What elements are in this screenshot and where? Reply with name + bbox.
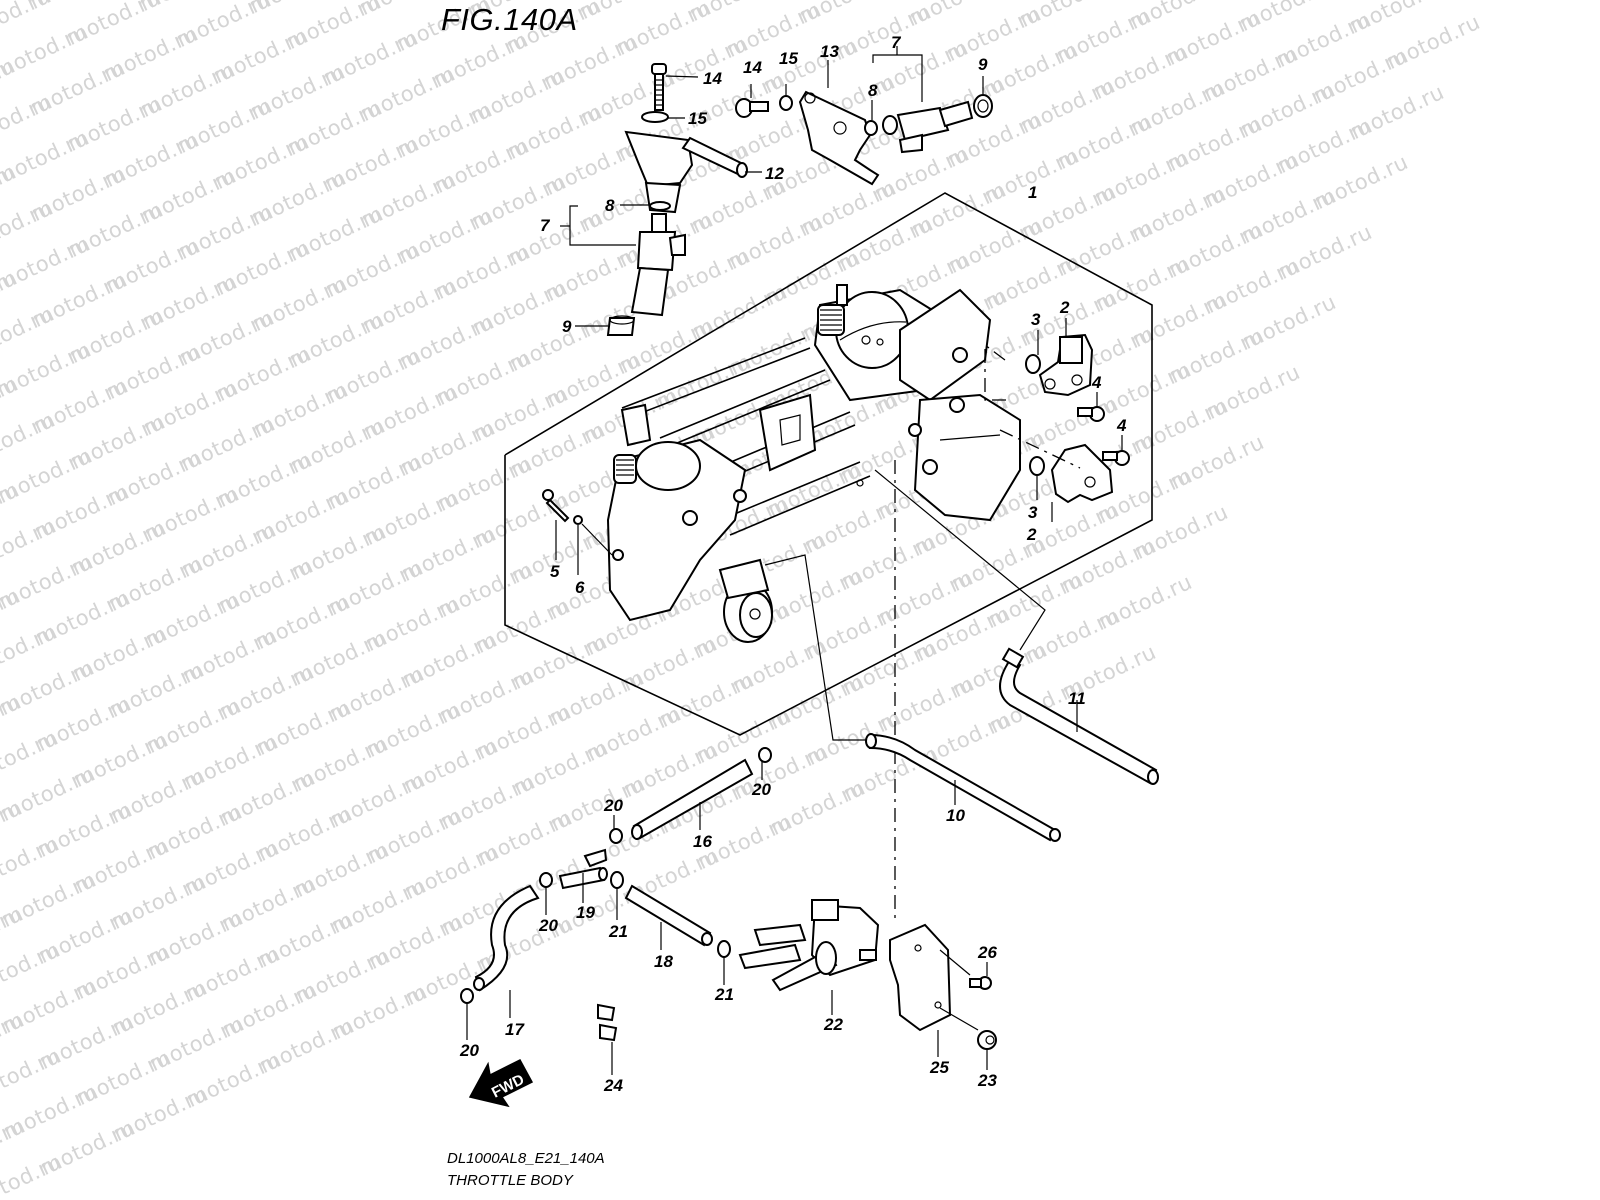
- callout-22[interactable]: 22: [823, 1015, 843, 1034]
- part-13-fuel-pipe[interactable]: [798, 60, 880, 186]
- callout-16[interactable]: 16: [693, 832, 712, 851]
- callout-11[interactable]: 11: [1068, 689, 1086, 708]
- part-17-hose[interactable]: [473, 884, 540, 1018]
- part-22-solenoid-valve[interactable]: [738, 899, 880, 1015]
- callout-3-upper[interactable]: 3: [1031, 310, 1041, 329]
- sensor-leader-lines: [984, 343, 1081, 469]
- part-7-injector-left[interactable]: [560, 205, 686, 317]
- callout-15-left[interactable]: 15: [688, 109, 707, 128]
- part-8-oring-top[interactable]: [864, 100, 878, 136]
- callout-4-upper[interactable]: 4: [1091, 373, 1102, 392]
- callout-12[interactable]: 12: [765, 164, 784, 183]
- figure-code: DL1000AL8_E21_140A: [447, 1150, 605, 1167]
- callout-20-a[interactable]: 20: [751, 780, 771, 799]
- callout-20-d[interactable]: 20: [459, 1041, 479, 1060]
- callout-5[interactable]: 5: [550, 562, 560, 581]
- callout-20-c[interactable]: 20: [538, 916, 558, 935]
- part-20-clamp-b[interactable]: [609, 815, 623, 844]
- part-21-clamp-a[interactable]: [610, 871, 624, 920]
- callout-2-upper[interactable]: 2: [1059, 298, 1070, 317]
- callout-14-right[interactable]: 14: [743, 58, 762, 77]
- callout-20-b[interactable]: 20: [603, 796, 623, 815]
- hose-leader-lines: [764, 460, 1046, 920]
- callout-8-left[interactable]: 8: [605, 196, 615, 215]
- callout-labels: 1 2 2 3 3 4 4 5 6 7 7 8 8 9 9 10 11 12 1…: [459, 33, 1127, 1095]
- callout-6[interactable]: 6: [575, 578, 585, 597]
- fwd-direction-marker: FWD: [468, 1059, 534, 1108]
- callout-8-top[interactable]: 8: [868, 81, 878, 100]
- part-18-hose[interactable]: [624, 884, 713, 950]
- callout-9-top[interactable]: 9: [978, 55, 988, 74]
- assembly-boundary: [504, 192, 1153, 736]
- part-9-seal-left[interactable]: [575, 315, 636, 336]
- callout-3-lower[interactable]: 3: [1028, 503, 1038, 522]
- figure-name: THROTTLE BODY: [447, 1172, 573, 1189]
- part-20-clamp-a[interactable]: [758, 747, 772, 780]
- figure-title: FIG.140A: [441, 2, 578, 37]
- part-23-nut[interactable]: [939, 1007, 997, 1070]
- part-25-bracket[interactable]: [889, 923, 952, 1057]
- part-7-injector-right[interactable]: [872, 46, 974, 154]
- part-11-hose[interactable]: [999, 647, 1159, 785]
- part-3-oring-upper[interactable]: [1025, 330, 1041, 374]
- part-5-screw[interactable]: [542, 489, 570, 560]
- part-15-washer-left[interactable]: [641, 111, 685, 123]
- part-6-washer[interactable]: [573, 515, 613, 575]
- part-2-sensor-upper[interactable]: [1038, 318, 1094, 397]
- part-20-clamp-c[interactable]: [539, 872, 553, 915]
- callout-17[interactable]: 17: [505, 1020, 525, 1039]
- throttle-body-assembly[interactable]: [606, 284, 1021, 643]
- callout-21-b[interactable]: 21: [714, 985, 734, 1004]
- callout-2-lower[interactable]: 2: [1026, 525, 1037, 544]
- callout-14-left[interactable]: 14: [703, 69, 722, 88]
- part-26-screw[interactable]: [939, 949, 992, 990]
- part-10-hose[interactable]: [865, 733, 1061, 842]
- part-24-clip[interactable]: [597, 1003, 618, 1075]
- part-19-joint[interactable]: [558, 848, 608, 903]
- part-16-hose[interactable]: [631, 758, 754, 840]
- callout-26[interactable]: 26: [977, 943, 997, 962]
- callout-1[interactable]: 1: [1028, 183, 1037, 202]
- callout-9-left[interactable]: 9: [562, 317, 572, 336]
- part-2-sensor-lower[interactable]: [1050, 443, 1114, 522]
- callout-7-right[interactable]: 7: [891, 33, 902, 52]
- callout-19[interactable]: 19: [576, 903, 595, 922]
- part-12-fuel-pipe[interactable]: [624, 130, 762, 214]
- callout-18[interactable]: 18: [654, 952, 673, 971]
- callout-23[interactable]: 23: [977, 1071, 997, 1090]
- part-4-screw-lower[interactable]: [1102, 435, 1130, 466]
- part-14-bolt-left[interactable]: [651, 63, 699, 111]
- part-9-seal-top[interactable]: [973, 76, 993, 118]
- part-15-washer-right[interactable]: [779, 84, 793, 111]
- callout-25[interactable]: 25: [929, 1058, 949, 1077]
- callout-4-lower[interactable]: 4: [1116, 416, 1127, 435]
- part-21-clamp-b[interactable]: [717, 940, 731, 985]
- part-4-screw-upper[interactable]: [1077, 392, 1105, 422]
- callout-21-a[interactable]: 21: [608, 922, 628, 941]
- callout-10[interactable]: 10: [946, 806, 965, 825]
- callout-15-right[interactable]: 15: [779, 49, 798, 68]
- part-3-oring-lower[interactable]: [1029, 456, 1045, 500]
- arrow-left-icon: [468, 1059, 534, 1108]
- part-8-oring-left[interactable]: [620, 201, 671, 211]
- part-20-clamp-d[interactable]: [460, 988, 474, 1040]
- callout-13[interactable]: 13: [820, 42, 839, 61]
- part-14-bolt-right[interactable]: [735, 84, 769, 118]
- callout-7-left[interactable]: 7: [540, 216, 551, 235]
- callout-24[interactable]: 24: [603, 1076, 623, 1095]
